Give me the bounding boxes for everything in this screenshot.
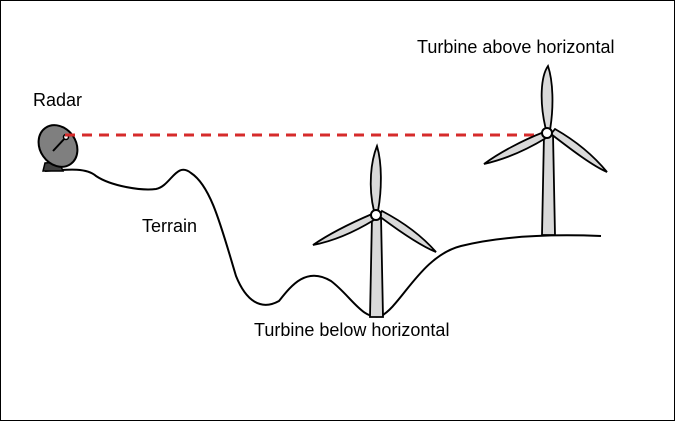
radar-icon — [37, 124, 79, 172]
turbine-above-label: Turbine above horizontal — [417, 37, 615, 57]
radar-label: Radar — [33, 90, 83, 110]
turbine-below-icon — [312, 143, 437, 318]
terrain-line — [44, 168, 602, 318]
turbine-above-icon — [483, 64, 608, 236]
terrain-label: Terrain — [142, 216, 198, 236]
turbine-below-label: Turbine below horizontal — [254, 320, 450, 340]
